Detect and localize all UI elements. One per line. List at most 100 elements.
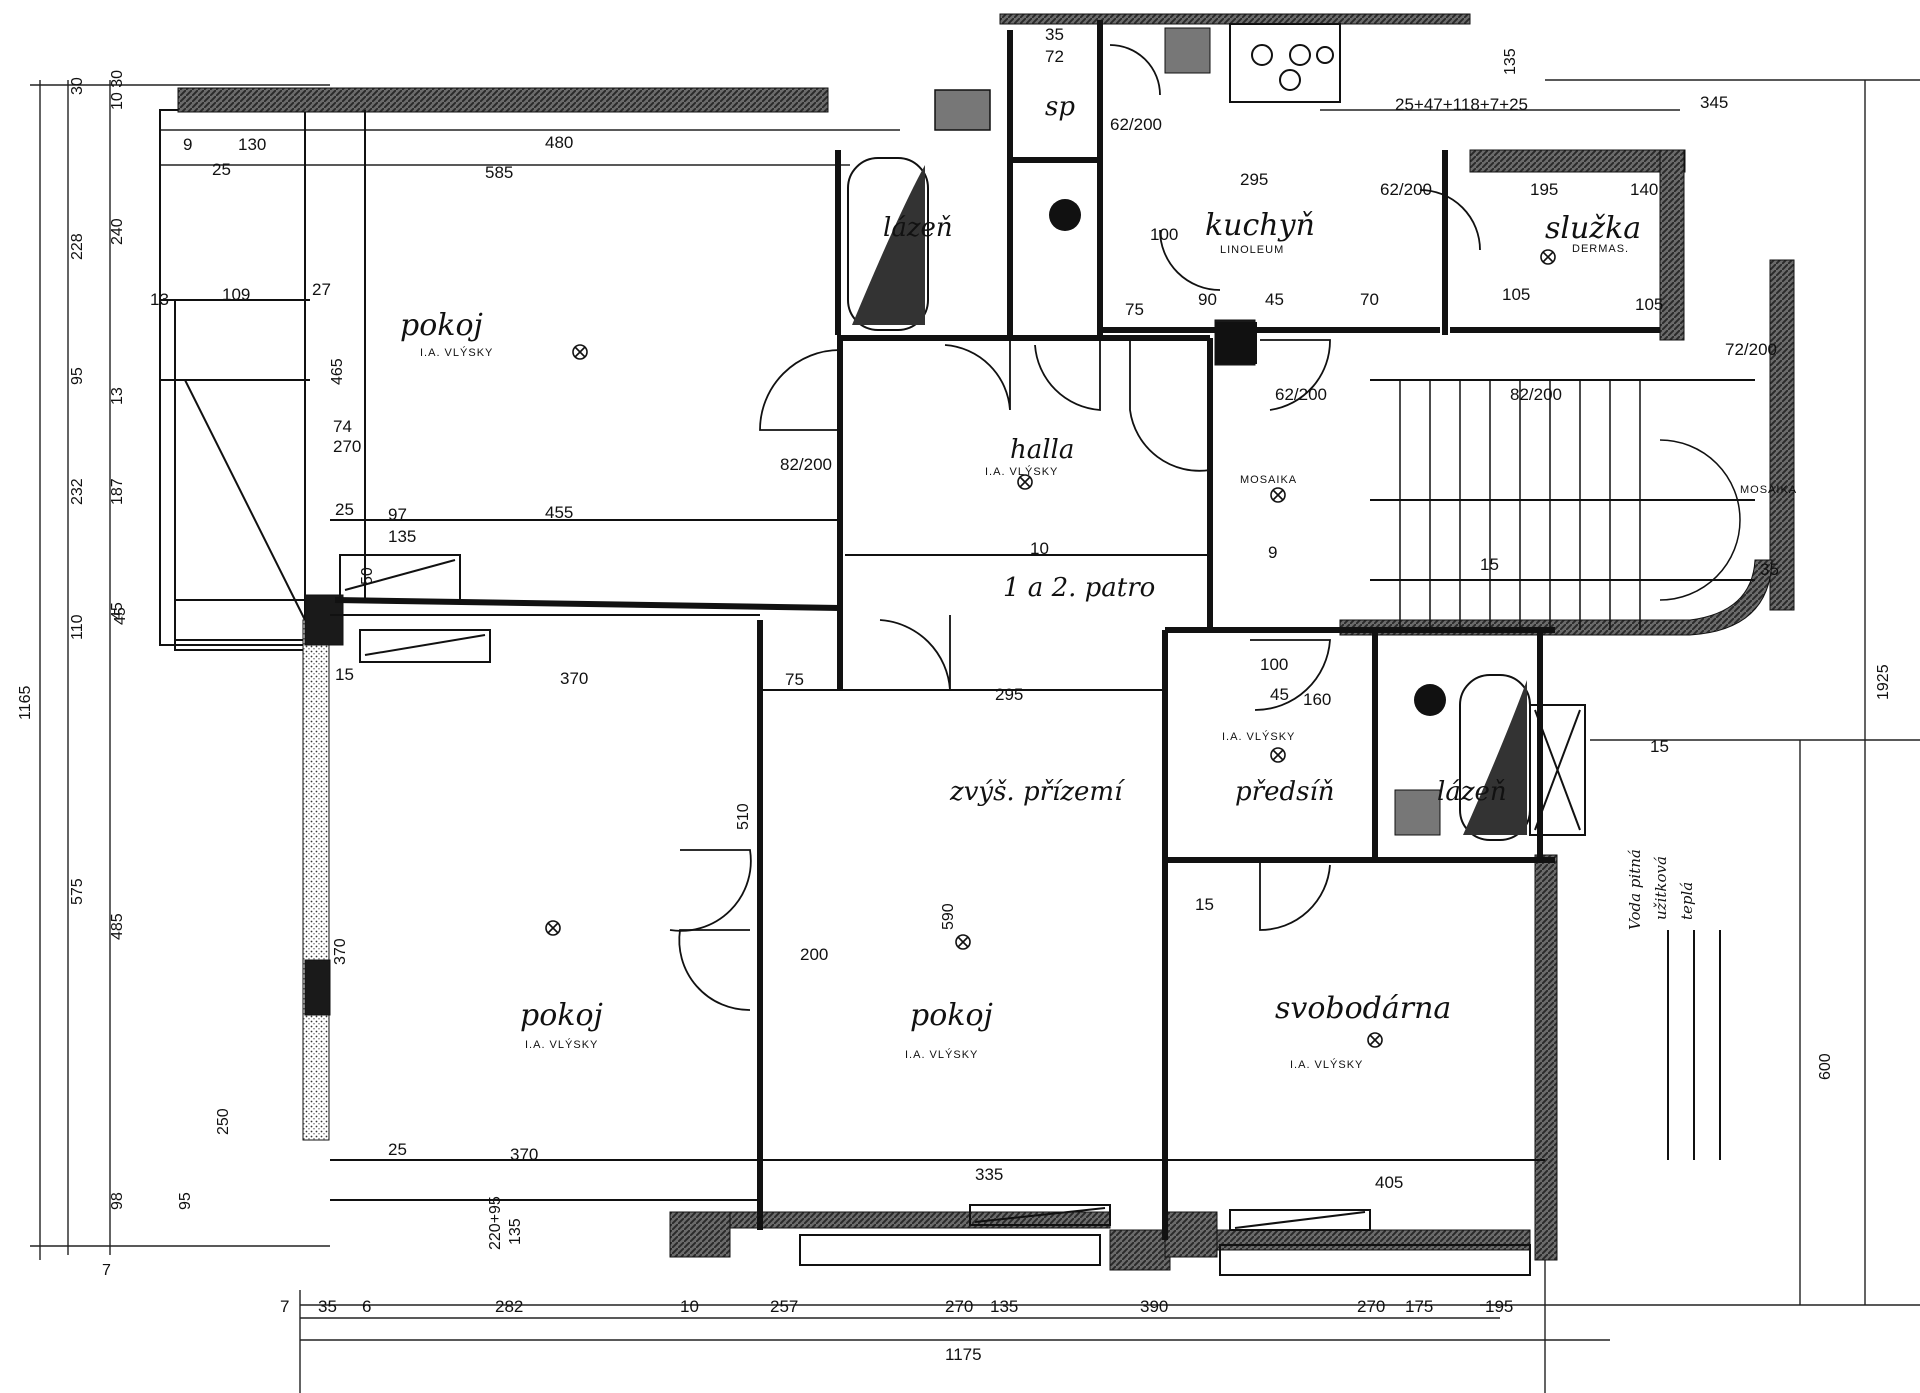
legend-cold: užitková [1652, 856, 1670, 920]
dim-ur-63: 160 [1303, 690, 1331, 709]
dim-ur-3: 62/200 [1110, 115, 1162, 134]
dim-lo-13: 135 [507, 1218, 524, 1245]
room-label-lazen-south: lázeň [1437, 777, 1507, 807]
staircase [1399, 380, 1741, 630]
dim-mid-4: 74 [333, 417, 352, 436]
dim-lo-11: 370 [510, 1145, 538, 1164]
material-label-pokoj-sw: I.A. VLÝSKY [525, 1038, 598, 1051]
floor-label-upper: 1 a 2. patro [1003, 573, 1155, 603]
dim-left-8: 110 [69, 614, 86, 640]
dim-mid-7: 97 [388, 505, 407, 524]
dim-left-7: 187 [109, 478, 126, 505]
dim-left-1: 10 30 [109, 70, 126, 110]
dim-lo-5: 200 [800, 945, 828, 964]
sink-north [934, 89, 991, 131]
dim-left-3: 240 [109, 218, 126, 245]
material-label-predsin: I.A. VLÝSKY [1222, 730, 1295, 743]
dim-left-5: 13 [109, 387, 126, 405]
dim-left-0: 30 [69, 77, 86, 95]
windows [339, 554, 1586, 1276]
dim-lo-16: 335 [975, 1165, 1003, 1184]
dim-left-11: 485 [109, 913, 126, 940]
room-label-sp: sp [1045, 92, 1075, 122]
dim-ur-9: 135 [1502, 48, 1519, 75]
dimension-texts: 7 35 6 282 10 257 270 135 390 270 175 19… [17, 25, 1892, 1364]
fixtures [847, 23, 1531, 841]
chimney-flue [1215, 322, 1257, 364]
dim-ur-45: 15 [1480, 555, 1499, 574]
dim-ur-59: 100 [1260, 655, 1288, 674]
heater-south [1414, 684, 1446, 716]
dim-bottom-8: 390 [1140, 1297, 1168, 1316]
dim-bottom-11: 195 [1485, 1297, 1513, 1316]
floor-label-ground: zvýš. přízemí [949, 777, 1126, 807]
dim-top-2: 480 [545, 133, 573, 152]
dim-top-0: 130 [238, 135, 266, 154]
heater-north [1049, 199, 1081, 231]
dim-lo-1: 370 [560, 669, 588, 688]
dim-bottom-6: 270 [945, 1297, 973, 1316]
dim-top-3: 585 [485, 163, 513, 182]
dim-right-2: 600 [1817, 1053, 1834, 1080]
interior-walls [334, 20, 1660, 1240]
exterior-walls [177, 13, 1795, 1271]
material-label-pokoj-north: I.A. VLÝSKY [420, 346, 493, 359]
dim-left-15: 1165 [17, 685, 34, 720]
dim-top-1: 25 [212, 160, 231, 179]
dim-lo-7: 370 [332, 938, 349, 965]
dim-ur-0: 35 [1045, 25, 1064, 44]
dim-ur-30: 45 [1265, 290, 1284, 309]
dim-bottom-1: 35 [318, 1297, 337, 1316]
dim-left-2: 228 [69, 233, 86, 260]
room-label-pokoj-mid: pokoj [910, 998, 993, 1033]
legend-title: Voda pitná [1626, 849, 1644, 930]
dim-bottom-3: 282 [495, 1297, 523, 1316]
material-label-kuchyn: LINOLEUM [1220, 244, 1284, 256]
dim-mid-12: 15 [335, 665, 354, 684]
dim-bottom-10: 175 [1405, 1297, 1433, 1316]
material-label-pokoj-mid: I.A. VLÝSKY [905, 1048, 978, 1061]
dim-ur-71: 15 [1650, 737, 1669, 756]
dim-lo-12: 220+95 [487, 1196, 504, 1250]
dim-left-4: 95 [69, 367, 86, 385]
dim-bottom-0: 7 [280, 1297, 289, 1316]
dim-mid-2: 27 [312, 280, 331, 299]
dim-bottom-7: 135 [990, 1297, 1018, 1316]
dim-lo-27: 15 [1195, 895, 1214, 914]
dim-bottom-4: 10 [680, 1297, 699, 1316]
dim-left-12: 98 [109, 1192, 126, 1210]
material-label-svobodarna: I.A. VLÝSKY [1290, 1058, 1363, 1071]
room-label-halla: halla [1010, 435, 1074, 465]
dimension-lines [30, 79, 1920, 1393]
dim-ur-56: 10 [1030, 539, 1049, 558]
legend-hot: teplá [1678, 882, 1696, 920]
water-legend: Voda pitná užitková teplá [1626, 849, 1696, 930]
dim-ur-18: 105 [1635, 295, 1663, 314]
room-label-sluzka: služka [1545, 211, 1641, 246]
room-label-kuchyn: kuchyň [1205, 208, 1315, 243]
room-label-lazen-north: lázeň [883, 213, 953, 243]
dim-mid-1: 13 [150, 290, 169, 309]
dim-bottom-2: 6 [362, 1297, 371, 1316]
left-loggia [159, 109, 311, 651]
dim-bottom-5: 257 [770, 1297, 798, 1316]
dim-ur-22: 72/200 [1725, 340, 1777, 359]
dim-bottom-9: 270 [1357, 1297, 1385, 1316]
dim-lo-6: 590 [940, 903, 957, 930]
dim-ur-60: 45 [1270, 685, 1289, 704]
dim-ur-29: 90 [1198, 290, 1217, 309]
dim-ur-6: 62/200 [1380, 180, 1432, 199]
room-label-pokoj-sw: pokoj [520, 998, 603, 1033]
dim-total-bottom: 1175 [945, 1345, 982, 1364]
door-swings [669, 44, 1481, 1011]
room-label-predsin: předsíň [1235, 777, 1335, 807]
material-label-sluzka: DERMAS. [1572, 243, 1629, 255]
dim-top-4: 9 [183, 135, 192, 154]
dim-ur-23: 100 [1150, 225, 1178, 244]
dim-left-9: 45 [109, 602, 126, 620]
dim-ur-1: 72 [1045, 47, 1064, 66]
dim-right-1: 1925 [1875, 664, 1892, 700]
dim-mid-3: 465 [329, 358, 346, 385]
dim-ur-8: 25+47+118+7+25 [1395, 95, 1528, 114]
